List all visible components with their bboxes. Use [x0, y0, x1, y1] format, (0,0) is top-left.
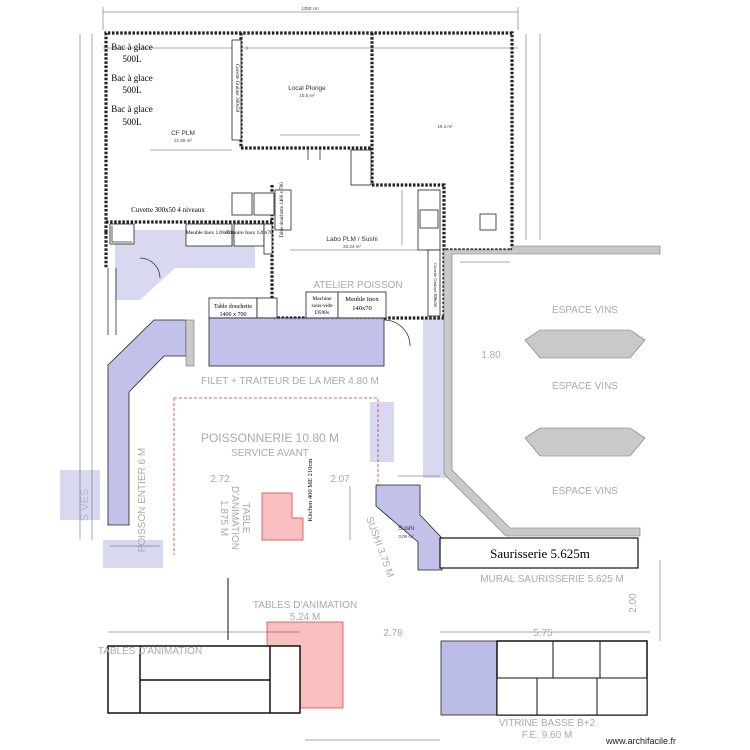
dim-272: 2.72	[210, 474, 230, 485]
cuvette-label: Cuvette 300x50 4 niveaux	[131, 206, 205, 214]
bac-label-1b: 500L	[123, 54, 142, 64]
bac-label-2b: 500L	[123, 85, 142, 95]
tables-animation-bottom-label: TABLES D'ANIMATION	[98, 646, 202, 657]
tables-animation-label-1: TABLES D'ANIMATION	[253, 600, 357, 611]
cf-plm-area: 21.65 m²	[174, 138, 192, 143]
dim-200: 2.00	[628, 593, 639, 613]
local-plonge-area: 10.5 m²	[299, 93, 315, 98]
poissonnerie-label: POISSONNERIE 10.80 M	[201, 431, 339, 445]
dim-207: 2.07	[330, 474, 350, 485]
bac-label-2a: Bac à glace	[111, 73, 152, 83]
counters	[107, 317, 443, 571]
table-anim-label-1: TABLE	[240, 503, 251, 534]
table-anim-label-3: 1.875 M	[218, 500, 229, 536]
meuble-inox-label-1: Meuble Inox	[345, 296, 379, 303]
table-douchette-label-1: Table douchette	[214, 304, 252, 310]
labo-label: Labo PLM / Sushi	[326, 236, 377, 243]
kitchen-vertical-label: Kitchen 400 ME 210cm	[307, 459, 314, 522]
interior-fixtures	[107, 39, 497, 347]
dim-575: 5.75	[533, 628, 553, 639]
labo-area: 20.24 m²	[343, 244, 361, 249]
vitrine-label-2: F.E. 9.60 M	[522, 730, 573, 741]
top-dimension-label: 1350 cm	[301, 6, 319, 11]
atelier-label: ATELIER POISSON	[313, 280, 402, 291]
footer-brand: www.archifacile.fr	[605, 736, 676, 746]
table-douchette-top-label: Table douchette 1400 x 700	[280, 182, 285, 238]
room-area-label: 19.3 m²	[437, 124, 453, 129]
tables-animation-label-2: 5.24 M	[290, 612, 321, 623]
cf-plm-label: CF PLM	[171, 130, 195, 137]
local-plonge-label: Local Plonge	[288, 85, 326, 92]
poisson-entier-label: POISSON ENTIER 6 M	[137, 448, 148, 552]
table-douchette-label-2: 1400 x 700	[220, 312, 247, 318]
dim-278: 2.78	[383, 628, 403, 639]
machine-label-1: Machine	[312, 296, 332, 302]
vitrine-label-1: VITRINE BASSE B+2	[499, 718, 596, 729]
cuvette-right-label: Cuvette Grainer 300x50	[433, 263, 438, 307]
meuble-inox-top-label: Meuble Inox 120x70	[186, 230, 232, 236]
bac-label-3a: Bac à glace	[111, 104, 152, 114]
sushi-area: 3.09 m²	[398, 534, 414, 539]
labels: 1350 cm Bac à glace 500L Bac à glace 500…	[79, 6, 676, 746]
filet-label: FILET + TRAITEUR DE LA MER 4.80 M	[201, 376, 379, 387]
sushi-counter-label: SUSHI 3.75 M	[363, 515, 395, 579]
bac-label-1a: Bac à glace	[111, 42, 152, 52]
espace-vins-1: ESPACE VINS	[552, 305, 618, 316]
espace-vins-2: ESPACE VINS	[552, 381, 618, 392]
service-avant-label: SERVICE AVANT	[231, 448, 309, 459]
armoire-inox-label: Armoire Inox 120x70	[225, 230, 273, 236]
meuble-inox-label-2: 140x70	[352, 305, 372, 312]
saurisserie-box-label: Saurisserie 5.625m	[490, 546, 590, 561]
sushi-label: Sushi	[398, 525, 414, 532]
bac-label-3b: 500L	[123, 117, 142, 127]
saurisserie-box	[439, 537, 639, 569]
perimeter-counter	[443, 245, 661, 537]
vitrine	[440, 560, 661, 716]
espace-vins-3: ESPACE VINS	[552, 486, 618, 497]
dimension-ticks	[110, 134, 510, 547]
bottom-tables	[107, 578, 440, 741]
left-partial-label: S VES	[79, 489, 91, 521]
mural-saurisserie-label: MURAL SAURISSERIE 5.625 M	[480, 574, 624, 585]
top-dimension	[79, 7, 541, 540]
machine-label-3: D590s	[315, 310, 329, 316]
service-boundary	[173, 397, 379, 555]
cuvette-vertical-label: Cuvette Grainer 300x50	[234, 64, 239, 113]
dim-180: 1.80	[481, 350, 501, 361]
table-anim-label-2: D'ANIMATION	[229, 486, 240, 550]
machine-label-2: sous-vide	[311, 303, 333, 309]
